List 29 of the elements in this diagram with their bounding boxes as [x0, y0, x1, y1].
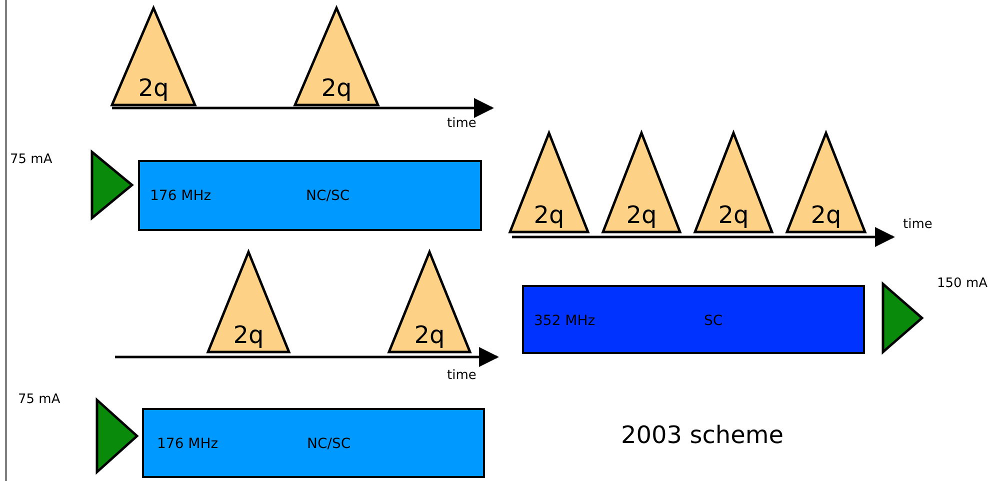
technology-label: NC/SC: [306, 188, 350, 204]
bunch-charge: 2q: [137, 75, 170, 101]
cavity-box: [522, 285, 865, 354]
bunch-triangle: [112, 8, 195, 105]
axis-label: time: [903, 217, 932, 232]
technology-label: NC/SC: [307, 436, 351, 452]
bunch-charge: 2q: [532, 202, 566, 228]
axis-label: time: [447, 368, 476, 383]
bunch-charge: 2q: [625, 202, 658, 228]
frequency-label: 176 MHz: [150, 188, 212, 204]
frequency-label: 352 MHz: [534, 313, 596, 329]
beam-source-triangle: [883, 284, 922, 352]
cavity-box: [138, 160, 482, 231]
axis-label: time: [447, 116, 476, 131]
beam-source-triangle: [92, 152, 132, 218]
bunch-charge: 2q: [717, 202, 750, 228]
bunch-charge: 2q: [413, 322, 446, 348]
scheme-caption: 2003 scheme: [621, 421, 784, 449]
current-label: 75 mA: [10, 152, 52, 167]
cavity-box: [142, 408, 485, 478]
beam-source-triangle: [97, 400, 137, 472]
frequency-label: 176 MHz: [157, 436, 218, 452]
bunch-triangle: [295, 8, 378, 105]
technology-label: SC: [704, 313, 723, 329]
bunch-charge: 2q: [810, 202, 842, 228]
current-label: 75 mA: [18, 392, 60, 407]
bunch-charge: 2q: [320, 75, 353, 101]
bunch-charge: 2q: [232, 322, 265, 348]
current-label: 150 mA: [937, 276, 988, 291]
